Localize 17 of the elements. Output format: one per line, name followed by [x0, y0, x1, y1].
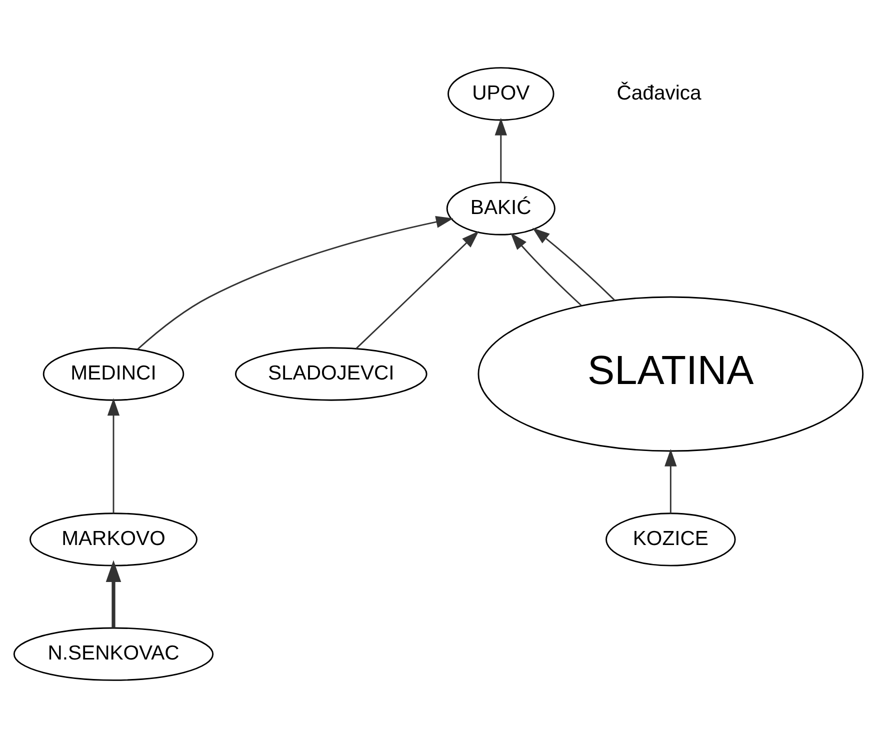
arrow	[107, 398, 120, 513]
node-ellipse: MEDINCI	[42, 346, 184, 400]
arrow	[532, 227, 616, 300]
node-ellipse: BAKIĆ	[446, 181, 556, 235]
arrow	[664, 448, 677, 513]
arrow	[106, 560, 122, 628]
label: Čađavica	[616, 82, 702, 104]
node-ellipse: SLATINA	[478, 296, 864, 452]
node-ellipse: MARKOVO	[30, 512, 198, 566]
node-ellipse: SLADOJEVCI	[234, 346, 428, 400]
arrow	[137, 215, 454, 350]
node-ellipse: N.SENKOVAC	[13, 626, 214, 680]
node-ellipse: KOZICE	[606, 512, 736, 566]
node-ellipse: UPOV	[448, 66, 554, 120]
arrow	[510, 232, 582, 306]
arrow	[356, 230, 479, 349]
arrow	[494, 117, 507, 182]
